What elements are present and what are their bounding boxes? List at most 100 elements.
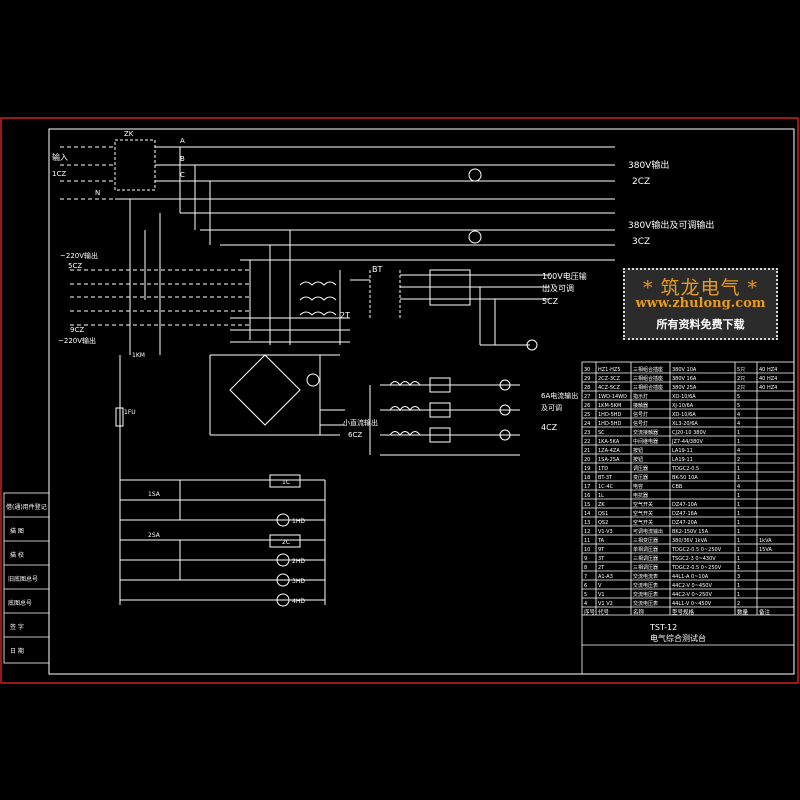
o-small-label: 小直流输出 — [343, 418, 378, 427]
bom-cell-qty: 2只 — [737, 385, 745, 391]
bom-cell-name: 调压器 — [633, 465, 648, 472]
bom-header-cell: 型号规格 — [672, 608, 695, 616]
bom-header-cell: 代号 — [598, 608, 610, 616]
main-bus — [60, 139, 615, 607]
o380-code: 2CZ — [632, 177, 650, 187]
bom-cell-name: 空气开关 — [633, 510, 653, 517]
bom-cell-name: 三相组合插座 — [633, 384, 663, 391]
bom-cell-name: 接触器 — [633, 402, 648, 409]
bom-header-cell: 数量 — [737, 608, 749, 616]
bom-cell-code: 1TD — [598, 466, 608, 472]
bom-cell-spec: XD-10/6A — [672, 394, 696, 400]
bom-cell-name: 信号灯 — [633, 420, 648, 427]
bom-cell-code: V1 — [598, 592, 605, 598]
zk-label: ZK — [124, 130, 134, 138]
bom-cell-name: 交流接触器 — [633, 429, 658, 436]
bom-cell-no: 26 — [584, 403, 590, 409]
bom-cell-spec: LA19-11 — [672, 448, 693, 454]
bom-cell-code: QS2 — [598, 520, 608, 526]
v220b-code: 9CZ — [70, 326, 84, 334]
side-row-4: 底图总号 — [8, 599, 32, 607]
bom-cell-qty: 1 — [737, 520, 740, 526]
bom-cell-spec: BK-50 10A — [672, 475, 698, 481]
bom-cell-no: 30 — [584, 367, 590, 373]
bom-cell-name: 空气开关 — [633, 519, 653, 526]
bom-cell-name: 变压器 — [633, 474, 648, 481]
bom-header-cell: 备注 — [759, 608, 771, 616]
bom-cell-qty: 1 — [737, 565, 740, 571]
bom-cell-spec: CBB — [672, 484, 683, 490]
bom-cell-no: 21 — [584, 448, 590, 454]
bom-cell-qty: 1 — [737, 592, 740, 598]
phase-n-label: N — [95, 189, 100, 197]
o380adj-label: 380V输出及可调输出 — [628, 219, 714, 231]
bom-cell-no: 25 — [584, 412, 590, 418]
bom-cell-code: HZ1-HZ5 — [598, 367, 621, 373]
bom-cell-qty: 5 — [737, 394, 740, 400]
v220b-label: ~220V输出 — [58, 336, 96, 345]
bt-label: BT — [372, 265, 382, 274]
input-label: 输入 — [52, 152, 68, 162]
o380adj-code: 3CZ — [632, 237, 650, 247]
bom-cell-qty: 2 — [737, 601, 740, 607]
o100b-label: 出及可调 — [542, 283, 574, 293]
o6a-code: 4CZ — [541, 423, 558, 432]
product-name: 电气综合测试台 — [650, 633, 706, 643]
bom-cell-no: 10 — [584, 547, 590, 553]
side-row-6: 日 期 — [10, 647, 24, 655]
bom-cell-no: 4 — [584, 601, 587, 607]
bom-cell-note: 1kVA — [759, 538, 772, 544]
bom-cell-spec: DZ47-10A — [672, 502, 698, 508]
bom-cell-spec: 380V 16A — [672, 376, 697, 382]
bom-cell-note: 15VA — [759, 547, 772, 553]
bom-cell-qty: 2 — [737, 457, 740, 463]
bom-cell-qty: 1 — [737, 538, 740, 544]
banner-title: * 筑龙电气 * — [642, 277, 759, 299]
bom-cell-qty: 1 — [737, 439, 740, 445]
bom-header-cell: 序号 — [584, 608, 596, 616]
side-row-1: 描 图 — [10, 527, 24, 535]
bom-cell-qty: 1 — [737, 556, 740, 562]
bom-cell-no: 6 — [584, 583, 587, 589]
bom-cell-code: 2T — [598, 565, 605, 571]
sheet-border — [0, 117, 799, 684]
bom-cell-no: 5 — [584, 592, 587, 598]
bom-cell-no: 7 — [584, 574, 587, 580]
bom-cell-name: 按钮 — [633, 456, 643, 463]
bom-cell-qty: 4 — [737, 484, 740, 490]
bom-cell-spec: 44C2-V 0~450V — [672, 583, 712, 589]
hd4-label: 4HD — [292, 598, 305, 605]
o100-label: 100V电压输 — [542, 271, 587, 281]
bom-cell-name: 三相调压器 — [633, 564, 658, 571]
v220-code: 5CZ — [68, 262, 82, 270]
watermark-banner: * 筑龙电气 * www.zhulong.com 所有资料免费下载 — [623, 268, 778, 340]
bom-cell-code: 1KA-5KA — [598, 439, 620, 445]
bom-cell-qty: 1 — [737, 547, 740, 553]
bom-cell-qty: 5 — [737, 403, 740, 409]
bom-cell-qty: 1 — [737, 493, 740, 499]
bom-cell-no: 18 — [584, 475, 590, 481]
phase-b-label: B — [180, 155, 185, 163]
bom-cell-note: 40 HZ4 — [759, 385, 777, 391]
bom-cell-code: SC — [598, 430, 605, 436]
bom-cell-no: 29 — [584, 376, 590, 382]
bom-grid — [581, 361, 795, 675]
bom-cell-spec: XD-10/6A — [672, 412, 696, 418]
banner-slogan: 所有资料免费下载 — [656, 318, 745, 331]
input-code: 1CZ — [52, 170, 66, 178]
bom-cell-code: TA — [597, 538, 605, 544]
phase-a-label: A — [180, 137, 185, 145]
bom-cell-name: 交流电压表 — [633, 600, 658, 607]
bom-cell-spec: TDGC2-0.5 0~250V — [671, 547, 722, 553]
bom-cell-spec: DZ47-16A — [672, 511, 698, 517]
side-row-2: 描 校 — [10, 551, 24, 559]
bom-cell-spec: TDGC2-0.5 0~250V — [671, 565, 722, 571]
bom-cell-code: 4CZ-5CZ — [598, 385, 620, 391]
bom-cell-qty: 1 — [737, 475, 740, 481]
bom-cell-spec: 380/36V 1kVA — [672, 538, 708, 544]
bom-cell-code: 1ZA-4ZA — [598, 448, 620, 454]
bom-header: 序号代号名称型号规格数量备注 — [584, 608, 771, 616]
o100-code: 5CZ — [542, 297, 559, 306]
bom-cell-no: 12 — [584, 529, 590, 535]
